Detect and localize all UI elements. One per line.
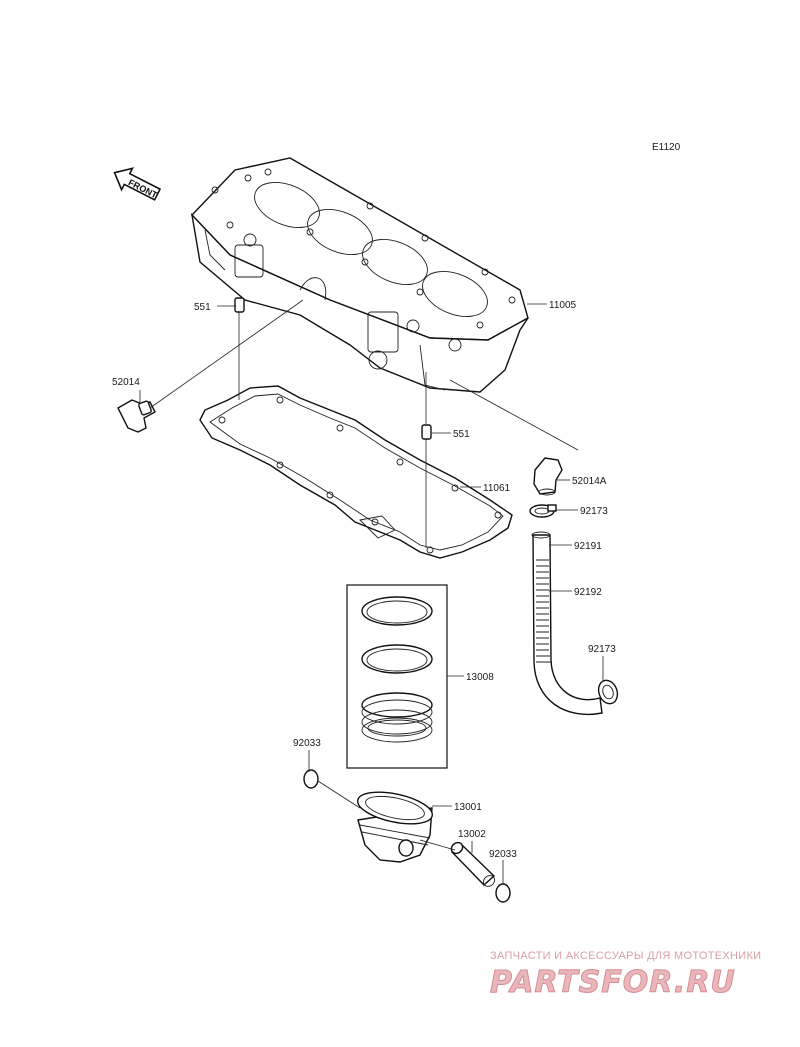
callout-551-top: 551 — [194, 302, 211, 313]
callout-11005: 11005 — [549, 300, 577, 311]
callout-13001: 13001 — [454, 802, 482, 813]
diagram-code: E1120 — [652, 142, 681, 153]
cylinder-gasket-11061[interactable] — [199, 385, 513, 559]
leader-lines — [139, 299, 604, 884]
callout-92173-bottom: 92173 — [588, 644, 616, 655]
cylinder-block-11005[interactable] — [190, 157, 529, 393]
watermark-tagline: ЗАПЧАСТИ И АКСЕССУАРЫ ДЛЯ МОТОТЕХНИКИ — [490, 950, 762, 962]
callout-52014: 52014 — [112, 377, 140, 388]
circlip-92033-left[interactable] — [303, 769, 319, 789]
dowel-pin-551-mid[interactable] — [421, 424, 432, 440]
circlip-92033-right[interactable] — [495, 883, 511, 903]
clamp-92173-top[interactable] — [529, 504, 557, 518]
callout-52014A: 52014A — [572, 476, 607, 487]
callout-92033-left: 92033 — [293, 738, 321, 749]
fitting-52014[interactable] — [117, 399, 156, 433]
piston-pin-13002[interactable] — [449, 840, 497, 888]
front-arrow-icon: FRONT — [113, 167, 162, 201]
callout-551-mid: 551 — [453, 429, 470, 440]
callout-13002: 13002 — [458, 829, 486, 840]
callout-92192: 92192 — [574, 587, 602, 598]
dowel-pin-551-top[interactable] — [234, 297, 245, 313]
fitting-52014A[interactable] — [533, 457, 563, 496]
callout-92173-top: 92173 — [580, 506, 608, 517]
piston-13001[interactable] — [355, 786, 435, 863]
callout-92191: 92191 — [574, 541, 602, 552]
clamp-92173-bottom[interactable] — [595, 678, 620, 707]
callout-11061: 11061 — [483, 483, 511, 494]
callout-92033-right: 92033 — [489, 849, 517, 860]
hose-92191-92192[interactable] — [531, 531, 603, 715]
callout-13008: 13008 — [466, 672, 494, 683]
watermark-logo: PARTSFOR.RU — [490, 965, 736, 1001]
piston-ring-set-13008[interactable] — [346, 584, 448, 769]
